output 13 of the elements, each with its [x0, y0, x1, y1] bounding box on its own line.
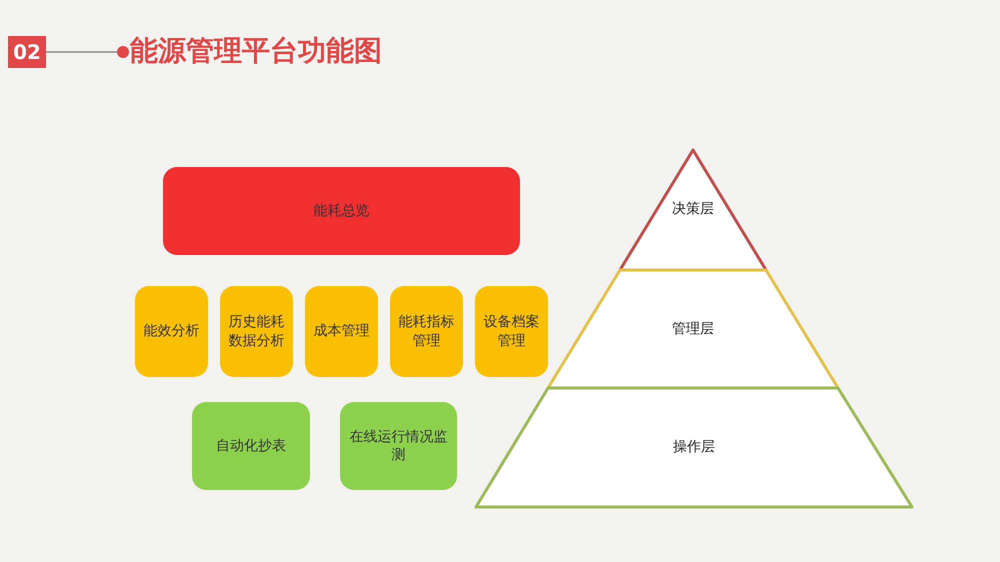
- title: 能源管理平台功能图: [130, 33, 382, 69]
- function-box: 历史能耗数据分析: [220, 286, 293, 377]
- function-box: 在线运行情况监测: [340, 402, 457, 490]
- tier-label: 管理层: [671, 320, 715, 338]
- tier-label: 决策层: [671, 200, 715, 218]
- function-box: 能效分析: [135, 286, 208, 377]
- function-box: 能耗指标管理: [390, 286, 463, 377]
- tier-label: 操作层: [672, 438, 716, 456]
- overview-box: 能耗总览: [163, 167, 520, 255]
- section-number-badge: 02: [8, 36, 46, 68]
- function-box: 自动化抄表: [192, 402, 310, 490]
- function-box: 成本管理: [305, 286, 378, 377]
- function-box: 设备档案管理: [475, 286, 548, 377]
